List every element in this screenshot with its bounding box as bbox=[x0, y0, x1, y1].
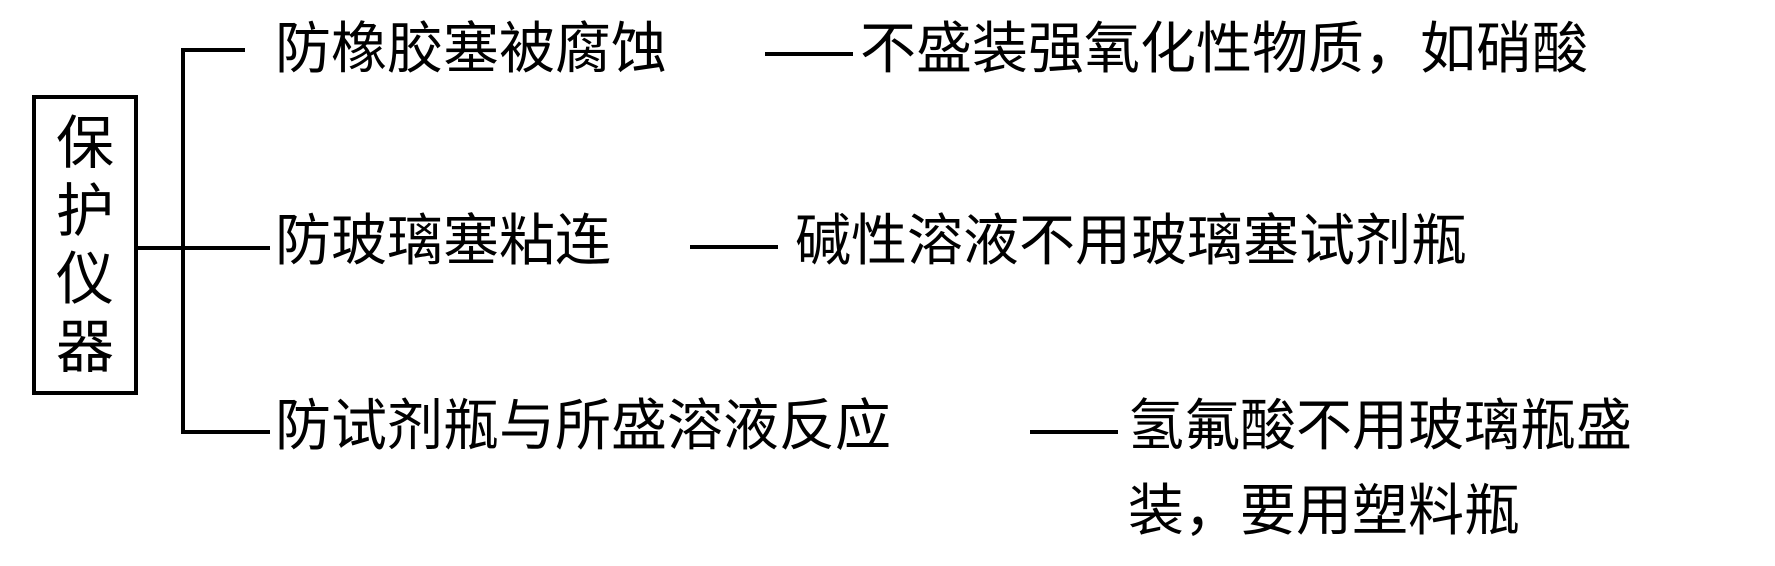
branch-1-result: 不盛装强氧化性物质，如硝酸 bbox=[860, 17, 1588, 82]
branch-1-label: 防橡胶塞被腐蚀 bbox=[275, 17, 667, 82]
branch-3-result-line-2: 装，要用塑料瓶 bbox=[1128, 479, 1520, 544]
branch-3-dash bbox=[1030, 430, 1118, 434]
branch-2-label: 防玻璃塞粘连 bbox=[275, 209, 611, 274]
root-char-4: 器 bbox=[55, 313, 114, 381]
root-char-3: 仪 bbox=[55, 245, 114, 313]
branch-1-dash bbox=[765, 52, 853, 56]
root-char-1: 保 bbox=[55, 109, 114, 177]
branch-3-label: 防试剂瓶与所盛溶液反应 bbox=[275, 394, 891, 459]
branch-2-dash bbox=[690, 245, 778, 249]
root-char-2: 护 bbox=[55, 177, 114, 245]
branch-2-result: 碱性溶液不用玻璃塞试剂瓶 bbox=[795, 209, 1467, 274]
root-node-box: 保 护 仪 器 bbox=[32, 95, 138, 395]
branch-3-result-line-1: 氢氟酸不用玻璃瓶盛 bbox=[1128, 394, 1632, 459]
